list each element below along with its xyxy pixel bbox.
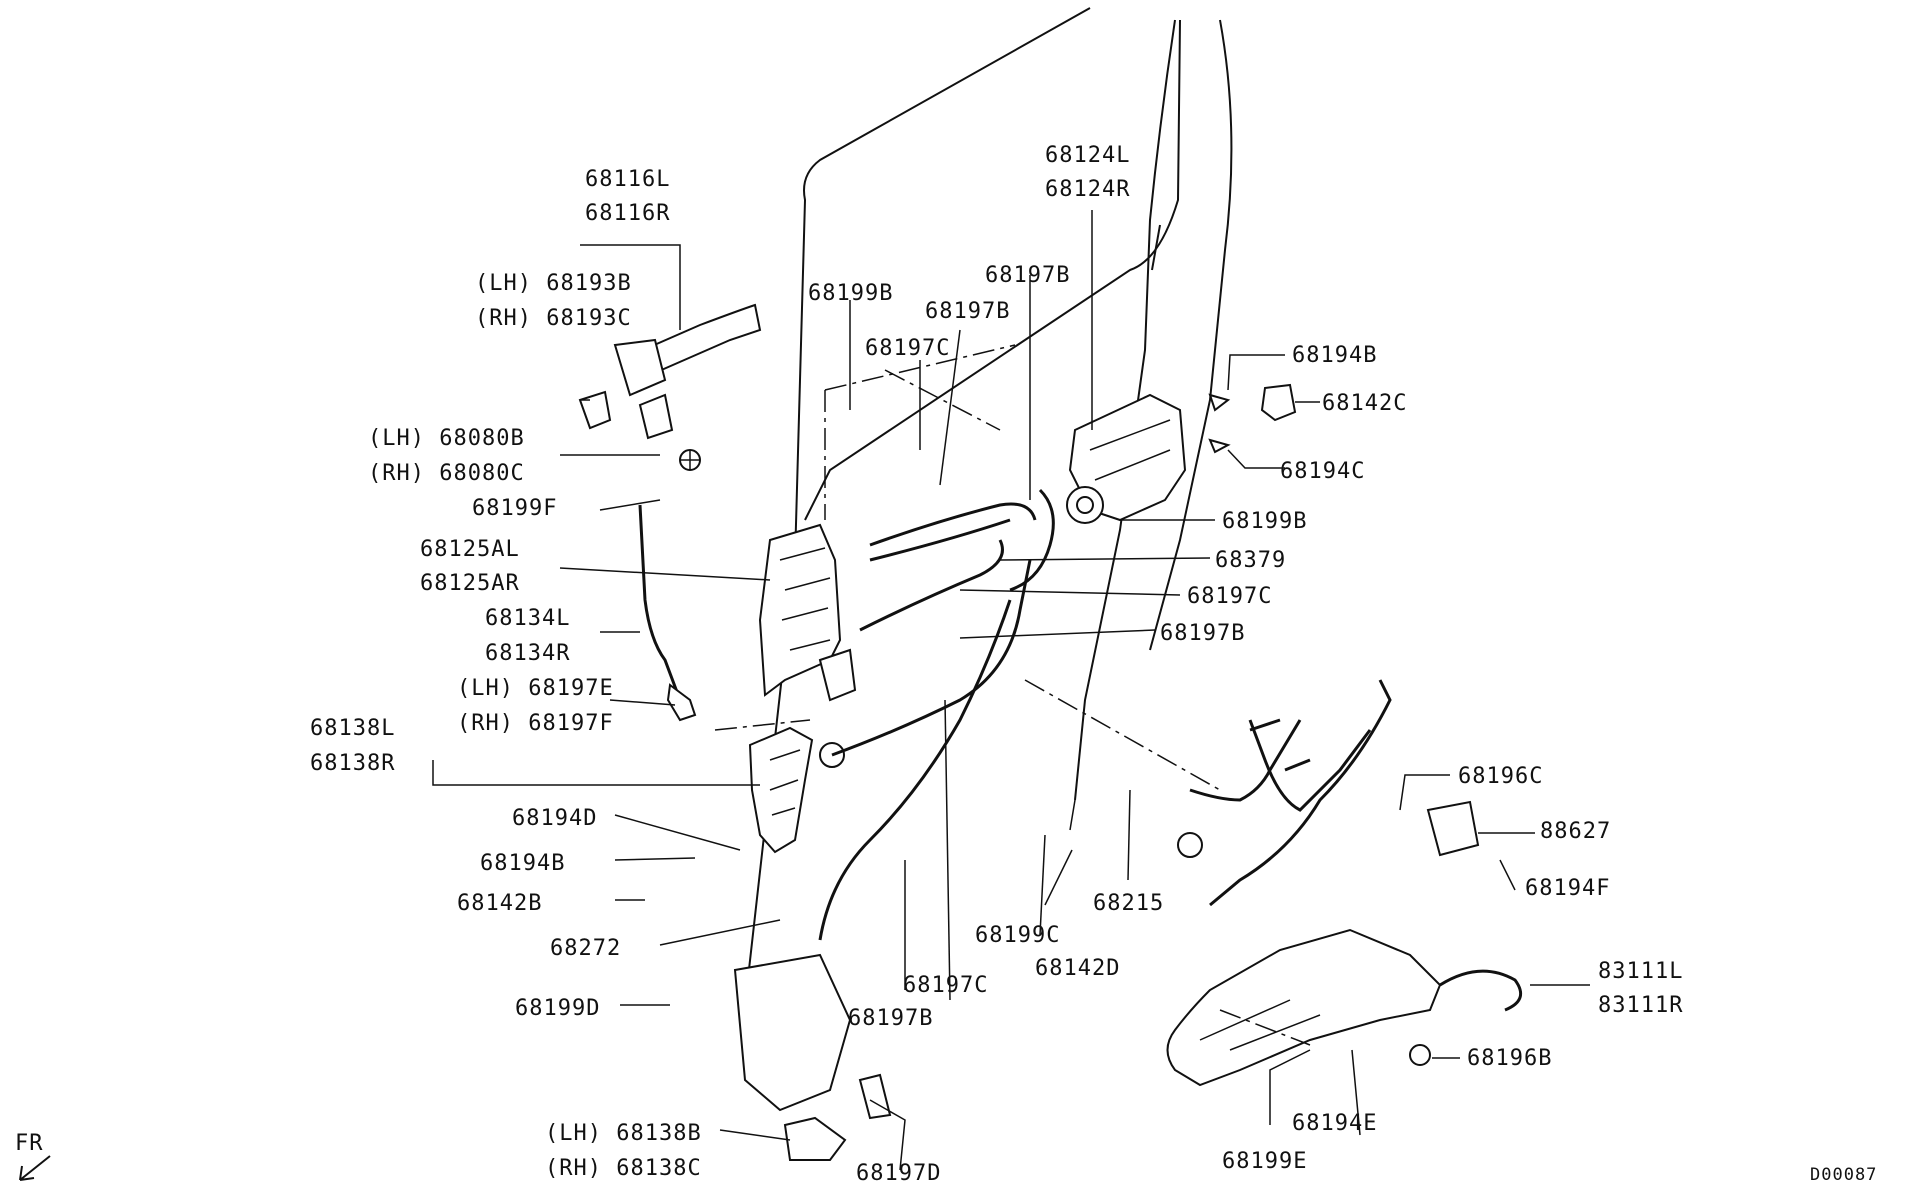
label-68142B: 68142B — [457, 891, 542, 916]
label-68196B: 68196B — [1467, 1046, 1552, 1071]
bottom-bracket — [733, 953, 892, 1161]
wire-harness — [1177, 679, 1392, 907]
label-68379: 68379 — [1215, 548, 1286, 573]
door-lock — [1066, 393, 1187, 524]
label-68134R: 68134R — [485, 641, 570, 666]
cables — [818, 488, 1055, 941]
label-68194B-right: 68194B — [1292, 343, 1377, 368]
label-68080C: (RH) 68080C — [368, 461, 525, 486]
label-68142D: 68142D — [1035, 956, 1120, 981]
label-68197B-right: 68197B — [1160, 621, 1245, 646]
fr-label: FR — [15, 1131, 44, 1156]
label-68199E: 68199E — [1222, 1149, 1307, 1174]
door-latch-actuator — [758, 390, 857, 702]
label-68197B-top: 68197B — [985, 263, 1070, 288]
label-68197F: (RH) 68197F — [457, 711, 614, 736]
label-68197C-right: 68197C — [1187, 584, 1272, 609]
label-68215: 68215 — [1093, 891, 1164, 916]
rod-clip — [666, 683, 697, 722]
label-68138R: 68138R — [310, 751, 395, 776]
fr-arrow-icon — [19, 1155, 51, 1181]
label-83111R: 83111R — [1598, 993, 1683, 1018]
label-68199B-right: 68199B — [1222, 509, 1307, 534]
label-68197B-mid: 68197B — [925, 299, 1010, 324]
label-68199D: 68199D — [515, 996, 600, 1021]
label-68116L: 68116L — [585, 167, 670, 192]
label-68272: 68272 — [550, 936, 621, 961]
part-labels: 68116L 68116R (LH) 68193B (RH) 68193C (L… — [310, 143, 1683, 1186]
label-68124R: 68124R — [1045, 177, 1130, 202]
lower-harness — [1166, 928, 1523, 1087]
label-68197C-top: 68197C — [865, 336, 950, 361]
label-68138B: (LH) 68138B — [545, 1121, 702, 1146]
label-68138C: (RH) 68138C — [545, 1156, 702, 1181]
door-outline — [744, 7, 1233, 1006]
label-68199F: 68199F — [472, 496, 557, 521]
handle-rod — [638, 504, 682, 701]
label-88627: 88627 — [1540, 819, 1611, 844]
label-68124L: 68124L — [1045, 143, 1130, 168]
label-68194C: 68194C — [1280, 459, 1365, 484]
switch-connector — [1426, 800, 1480, 857]
inside-handle — [748, 726, 845, 854]
label-68142C: 68142C — [1322, 391, 1407, 416]
label-68125AL: 68125AL — [420, 537, 520, 562]
label-68138L: 68138L — [310, 716, 395, 741]
label-68125AR: 68125AR — [420, 571, 520, 596]
label-68197B-bottom: 68197B — [848, 1006, 933, 1031]
label-68199C: 68199C — [975, 923, 1060, 948]
label-68193C: (RH) 68193C — [475, 306, 632, 331]
label-68080B: (LH) 68080B — [368, 426, 525, 451]
label-68116R: 68116R — [585, 201, 670, 226]
label-68134L: 68134L — [485, 606, 570, 631]
label-68197E: (LH) 68197E — [457, 676, 614, 701]
label-68196C: 68196C — [1458, 764, 1543, 789]
label-83111L: 83111L — [1598, 959, 1683, 984]
outside-handle — [578, 303, 762, 471]
label-68194D: 68194D — [512, 806, 597, 831]
striker-top-right — [1208, 383, 1297, 454]
label-68194E: 68194E — [1292, 1111, 1377, 1136]
label-68197D: 68197D — [856, 1161, 941, 1186]
leader-lines — [432, 210, 1590, 1171]
diagram-code: D00087 — [1810, 1165, 1877, 1185]
label-68199B-top: 68199B — [808, 281, 893, 306]
label-68194B-left: 68194B — [480, 851, 565, 876]
label-68194F: 68194F — [1525, 876, 1610, 901]
label-68193B: (LH) 68193B — [475, 271, 632, 296]
label-68197C-bottom: 68197C — [903, 973, 988, 998]
front-direction-indicator: FR — [15, 1131, 51, 1181]
